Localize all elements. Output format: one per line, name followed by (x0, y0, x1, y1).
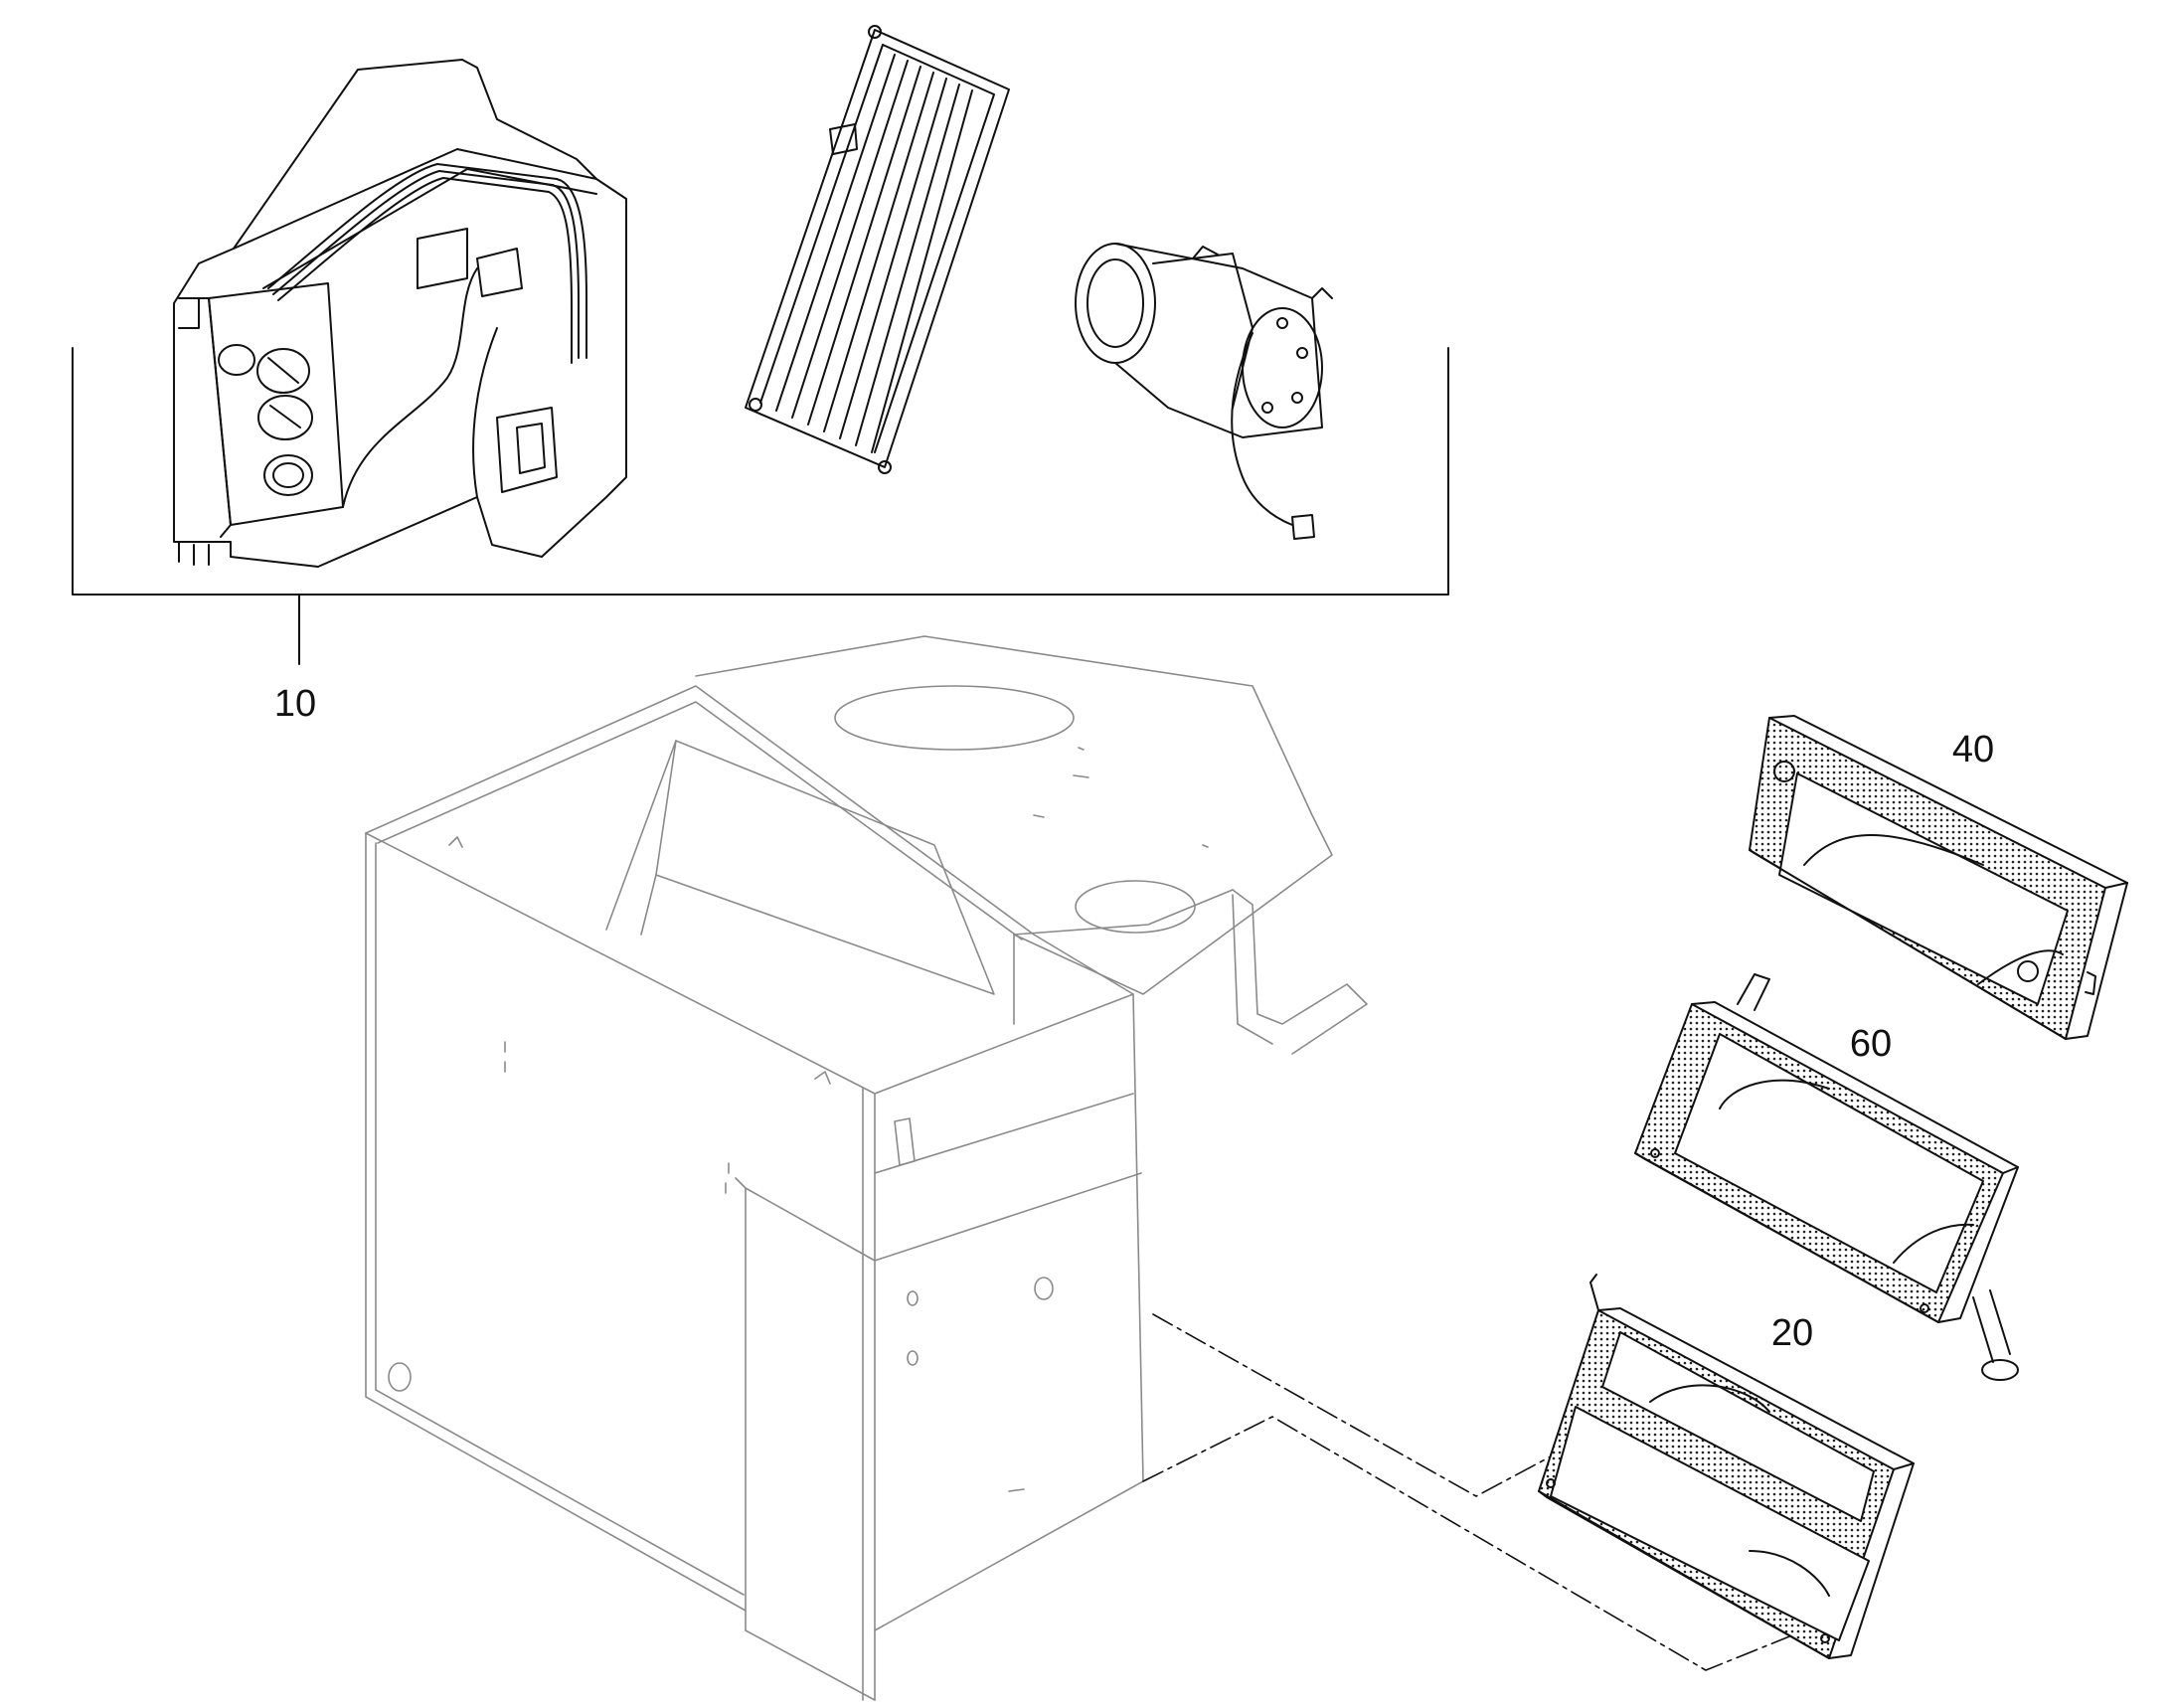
vent-grille-60 (1634, 973, 2019, 1381)
evaporator-unit (173, 59, 627, 568)
callout-10: 10 (274, 683, 316, 725)
evaporator-ports (218, 344, 313, 496)
kit-bracket (72, 347, 1449, 665)
mounting-plate (695, 635, 1368, 1055)
condenser (745, 25, 1010, 474)
vent-grille-20 (1538, 1274, 1915, 1659)
callout-60: 60 (1850, 1023, 1892, 1065)
assembly-lines (1142, 1313, 1830, 1671)
callout-40: 40 (1952, 729, 1994, 770)
callout-20: 20 (1771, 1312, 1813, 1354)
compressor (1075, 243, 1333, 540)
vent-grille-40 (1749, 715, 2128, 1040)
cabin-enclosure (365, 685, 1144, 1701)
